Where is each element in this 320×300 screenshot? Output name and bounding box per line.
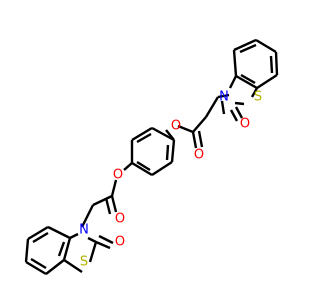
bond [25,260,47,276]
bond [170,139,176,163]
bond [192,116,207,133]
bond [110,195,118,213]
bond [256,73,278,90]
atom-o-ester-upper: O [171,119,181,134]
bond [229,109,239,122]
bond [269,55,274,74]
bond [98,234,114,245]
bond [197,130,204,148]
bond [240,73,256,85]
bond [151,160,173,177]
bond [32,231,49,244]
bond [136,132,152,144]
atom-o-carbonyl-lower-ring: O [115,235,125,250]
bond [131,161,153,177]
bond [30,257,47,270]
bond [233,38,257,52]
bond [45,259,65,275]
bond [217,93,230,99]
bond [27,225,49,241]
bond [228,75,238,89]
bond [191,131,198,149]
bond [239,43,257,54]
bond [151,126,175,142]
bond [57,241,66,257]
molecule-structure: O N S O O O O N S O [24,38,279,276]
atom-n-upper: N [219,90,229,105]
bond [24,238,30,263]
bond [234,101,245,106]
bond [123,162,133,171]
atom-s-upper: S [254,90,262,105]
bond [235,74,258,90]
atom-labels: O N S O O O O N S O [79,90,262,270]
bond [87,236,97,244]
bond [110,179,118,197]
bond [204,96,220,118]
bond [47,225,71,240]
atom-s-lower: S [80,255,88,270]
central-benzene [123,126,176,177]
bond [95,240,111,250]
bond [136,160,151,172]
bond [80,204,95,228]
bond [62,237,72,261]
bond [92,194,113,207]
bond [88,241,98,263]
upper-benzothiazolone [217,38,279,122]
atom-o-carbonyl-upper-ester: O [194,148,204,163]
bond [234,106,244,119]
bond [63,259,83,273]
upper-linker [177,96,220,149]
bond [220,100,226,115]
bond [69,232,79,240]
bond [131,126,153,142]
bond [104,197,112,215]
bond [165,144,170,161]
bond [232,49,238,77]
atom-o-ester-lower: O [113,168,123,183]
atom-o-carbonyl-lower-ester: O [115,212,125,227]
bond [250,87,259,98]
bond [255,38,277,54]
lower-benzothiazolone [24,225,114,276]
bond [274,51,279,76]
bond [177,124,194,134]
atom-n-lower: N [79,223,89,238]
lower-linker [80,179,118,228]
atom-o-carbonyl-upper-ring: O [240,117,250,132]
